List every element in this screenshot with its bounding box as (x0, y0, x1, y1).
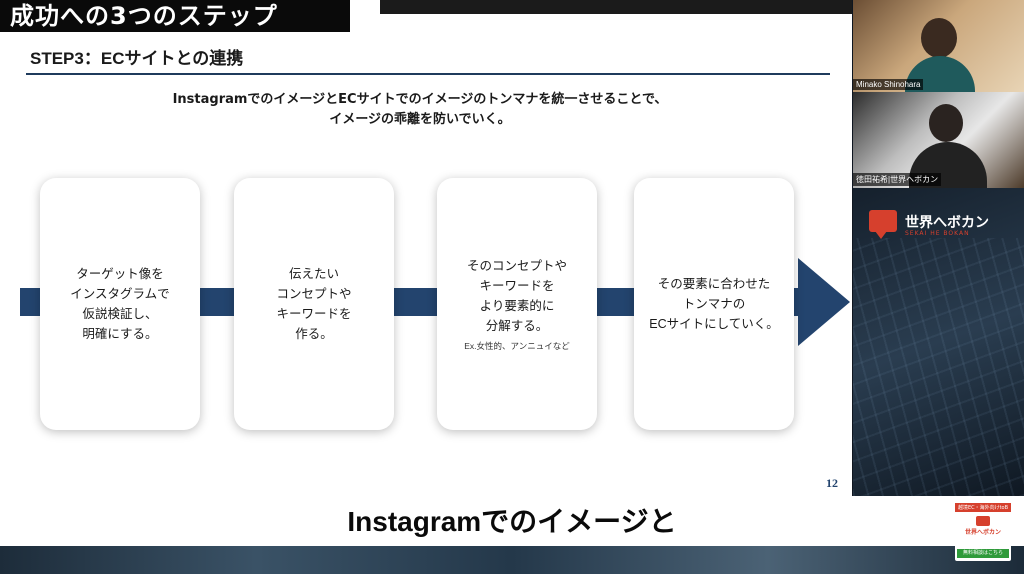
step-card-2: 伝えたい コンセプトや キーワードを 作る。 (234, 178, 394, 430)
page-number: 12 (826, 476, 838, 490)
step-card-example: Ex.女性的、アンニュイなど (464, 341, 570, 351)
participant-name-tag: Minako Shinohara (853, 79, 924, 90)
step-card-text: その要素に合わせた トンマナの ECサイトにしていく。 (649, 277, 779, 331)
subtitle-band (0, 496, 1024, 546)
step-card-4: その要素に合わせた トンマナの ECサイトにしていく。 (634, 178, 794, 430)
video-tile-2[interactable]: 徳田祐希|世界ヘボカン (853, 92, 1024, 188)
video-tile-1[interactable]: Minako Shinohara (853, 0, 1024, 92)
slide-banner-title: 成功への3つのステップ (0, 0, 350, 32)
intro-line-1: InstagramでのイメージとECサイトでのイメージのトンマナを統一させること… (172, 92, 668, 107)
brand-logo-text: 世界へボカン (905, 215, 989, 231)
bottom-decor-bar (0, 546, 1024, 574)
participant-head (921, 18, 957, 58)
step-card-1: ターゲット像を インスタグラムで 仮説検証し、 明確にする。 (40, 178, 200, 430)
promo-tag: 越境EC・海外向けtoB (955, 503, 1011, 512)
participant-name-tag: 徳田祐希|世界ヘボカン (853, 173, 942, 186)
promo-name: 世界へボカン (964, 529, 1001, 536)
promo-badge[interactable]: 越境EC・海外向けtoB 世界へボカン 無料相談はこちら (955, 503, 1011, 561)
participant-head (929, 104, 963, 142)
live-subtitle: Instagramでのイメージと (347, 506, 677, 537)
background-pattern (853, 238, 1024, 496)
flow-arrow-head (798, 258, 850, 346)
step-card-3: そのコンセプトや キーワードを より要素的に 分解する。 Ex.女性的、アンニュ… (437, 178, 597, 430)
step-heading: STEP3：ECサイトとの連携 (30, 49, 244, 68)
intro-line-2: イメージの乖離を防いでいく。 (329, 112, 511, 127)
speech-bubble-logo-icon (869, 210, 897, 239)
step-card-text: そのコンセプトや キーワードを より要素的に 分解する。 (466, 259, 567, 333)
intro-text: InstagramでのイメージとECサイトでのイメージのトンマナを統一させること… (120, 90, 720, 130)
step-card-text: ターゲット像を インスタグラムで 仮説検証し、 明確にする。 (70, 267, 170, 341)
brand-panel: 世界へボカン SEKAI HE BOKAN (853, 188, 1024, 496)
promo-consult-button[interactable]: 無料相談はこちら (957, 549, 1009, 558)
presentation-slide: 成功への3つのステップ STEP3：ECサイトとの連携 Instagramでのイ… (0, 0, 852, 496)
top-bar (380, 0, 852, 14)
step-card-text: 伝えたい コンセプトや キーワードを 作る。 (276, 267, 352, 341)
heading-divider (26, 73, 830, 75)
brand-logo-sub: SEKAI HE BOKAN (905, 230, 970, 237)
promo-logo-icon (976, 516, 990, 526)
